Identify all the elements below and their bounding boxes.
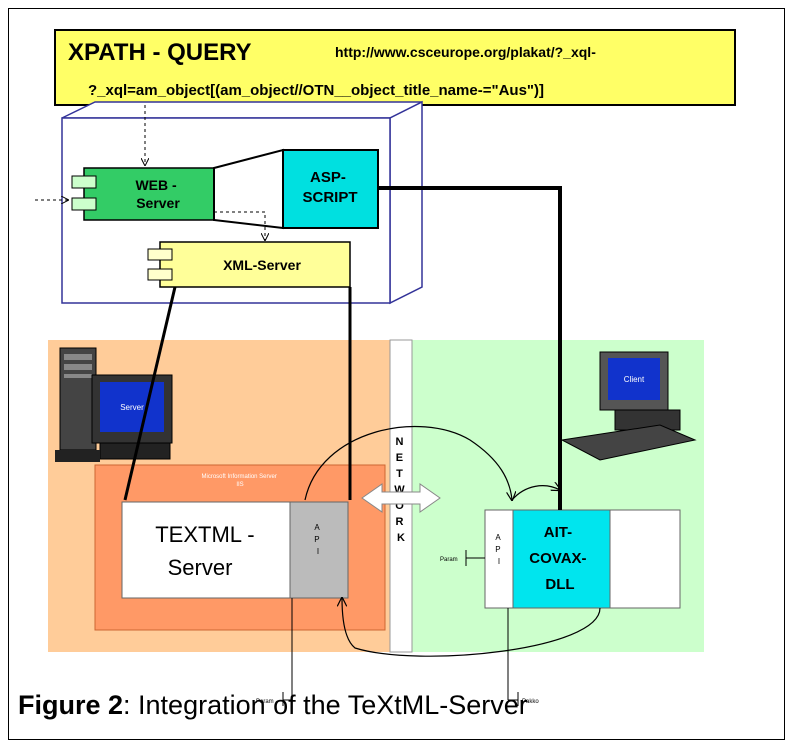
client-computer-icon: Client [560, 351, 697, 461]
api-right-box [484, 509, 514, 609]
client-monitor-label: Client [624, 375, 645, 384]
call-arc-top [304, 425, 512, 501]
query-box [54, 29, 736, 106]
query-title: XPATH - QUERY [68, 39, 252, 66]
api-right-label: A P I [495, 533, 502, 566]
asp-script-label: ASP- SCRIPT [302, 169, 357, 206]
server-monitor-label: Server [120, 403, 144, 412]
server-computer-icon: Server [55, 347, 173, 462]
asp-to-client-line [378, 186, 562, 510]
figure-caption-label: Figure 2 [18, 690, 124, 720]
figure-caption-text: : Integration of the TeXtML-Server [123, 690, 528, 720]
query-url: http://www.csceurope.org/plakat/?_xql- [335, 44, 596, 60]
web-server-line2: Server [136, 195, 180, 211]
textml-server-box [121, 501, 291, 599]
web-to-xml-arrow [214, 211, 265, 240]
call-arc-right [511, 486, 560, 501]
iis-label: Microsoft Information Server IIS [201, 474, 278, 488]
client-extension-box [609, 509, 681, 609]
textml-server-label: TEXTML - Server [155, 522, 261, 580]
param-bottom-right-label: Pakko [522, 699, 539, 705]
api-left-label: A P I [314, 523, 321, 556]
web-server-label: WEB - Server [135, 177, 180, 211]
figure-caption: Figure 2: Integration of the TeXtML-Serv… [18, 690, 528, 721]
ait-covax-label: AIT- COVAX- DLL [529, 524, 590, 593]
query-xql: ?_xql=am_object[(am_object//OTN__object_… [88, 82, 544, 99]
api-left-box [289, 501, 349, 599]
network-label: N E T W O R K [394, 436, 407, 544]
xml-server-component: XML-Server [147, 241, 351, 288]
param-bottom-left-label: Param [256, 699, 274, 705]
web-server-line1: WEB - [135, 177, 177, 193]
xml-server-label: XML-Server [223, 257, 301, 273]
xml-to-textml-line [123, 286, 177, 501]
call-arc-bottom [342, 598, 601, 657]
asp-script-component: ASP- SCRIPT [282, 149, 379, 229]
web-server-component: WEB - Server [71, 167, 215, 221]
param-label: Param [440, 557, 458, 563]
network-double-arrow [361, 483, 441, 513]
ait-covax-box [512, 509, 611, 609]
